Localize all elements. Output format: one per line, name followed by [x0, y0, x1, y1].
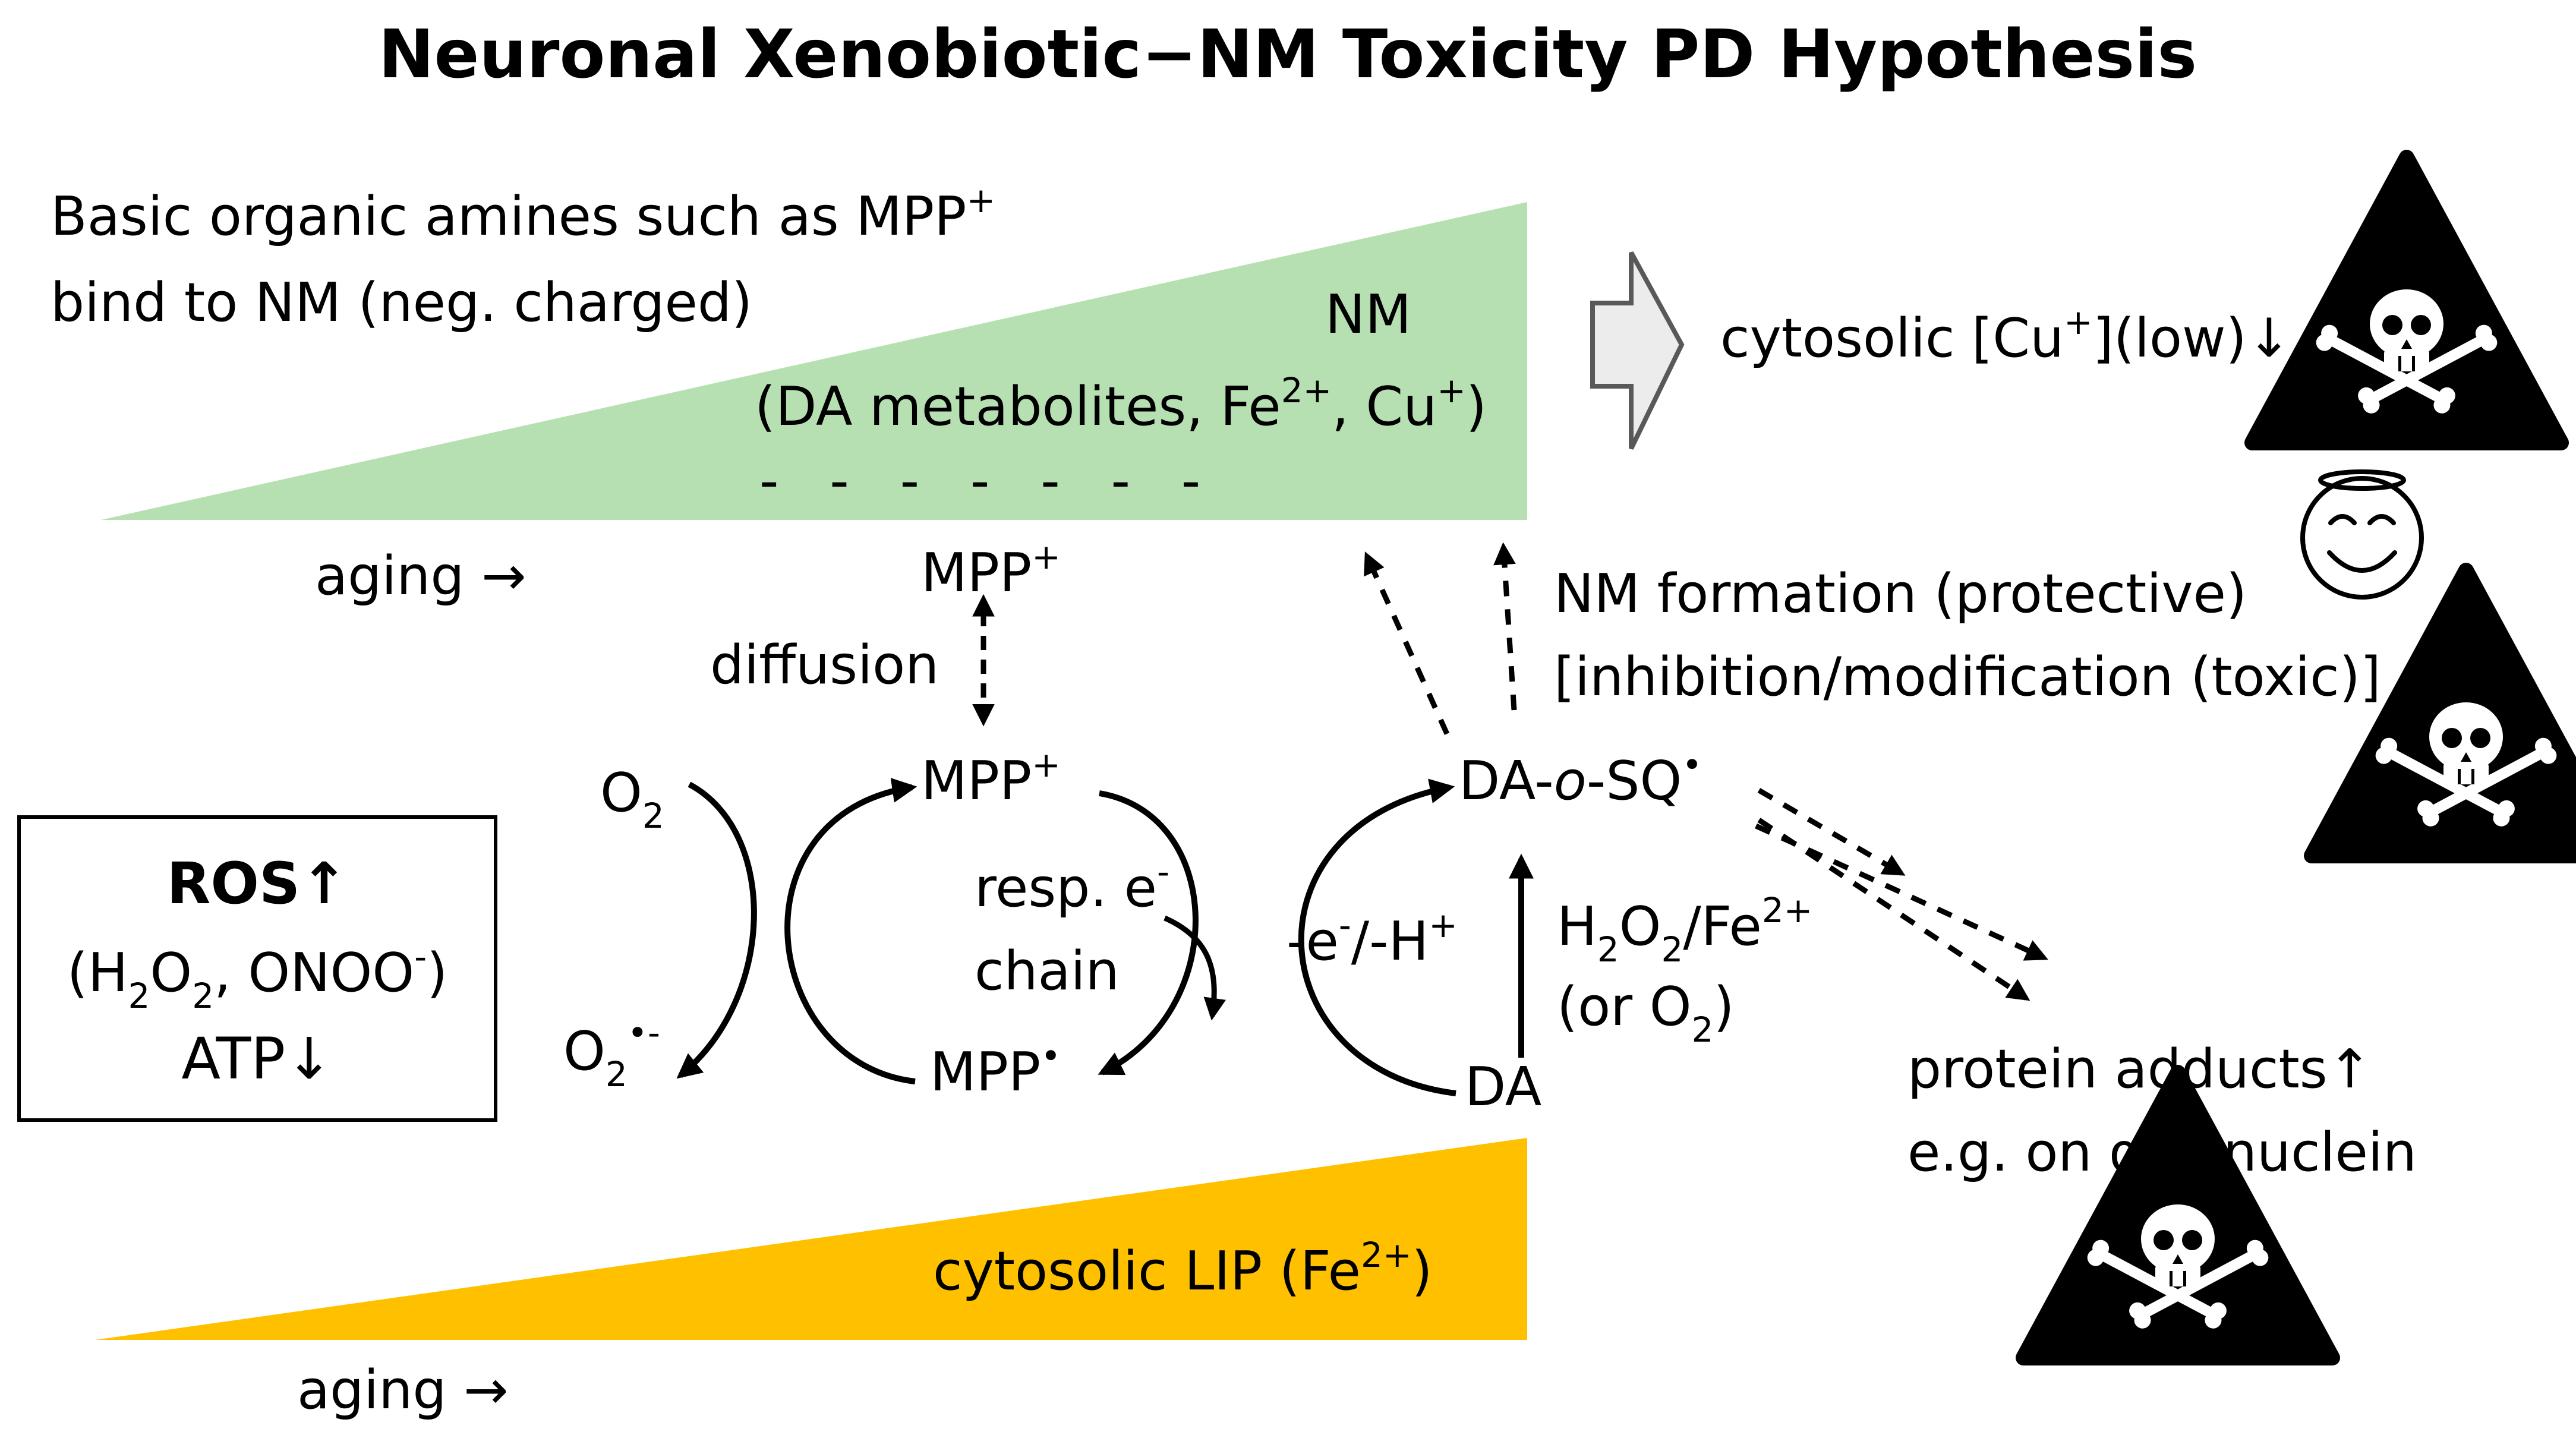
- nm-formation-label: NM formation (protective): [1554, 563, 2247, 625]
- superoxide-label: O2•-: [563, 1013, 660, 1095]
- nm-label: NM: [1325, 283, 1411, 346]
- diagram-title: Neuronal Xenobiotic−NM Toxicity PD Hypot…: [379, 16, 2197, 93]
- nm-inhibition-label: [inhibition/modification (toxic)]: [1554, 646, 2381, 708]
- diffusion-label: diffusion: [710, 634, 939, 696]
- reduction-arrow: [1098, 790, 1199, 1076]
- nm-wedge: [101, 202, 1527, 520]
- aging-label-bottom: aging →: [297, 1359, 508, 1421]
- block-arrow-icon: [1590, 251, 1685, 450]
- ros-species: (H2O2, ONOO-): [67, 936, 448, 1016]
- electron-proton-loss-label: -e-/-H+: [1287, 905, 1458, 973]
- dopamine-label: DA: [1465, 1056, 1541, 1118]
- nm-intro-line1: Basic organic amines such as MPP+: [51, 180, 995, 248]
- reoxidation-arrow: [784, 778, 917, 1084]
- nm-formation-arrow-left: [1364, 551, 1450, 735]
- lip-label: cytosolic LIP (Fe2+): [933, 1235, 1433, 1302]
- oxidant-label: H2O2/Fe2+: [1557, 890, 1812, 970]
- nm-contents: (DA metabolites, Fe2+, Cu+): [755, 370, 1487, 438]
- skull-warning-icon-middle: [2312, 570, 2576, 856]
- adduct-arrow-upper: [1757, 788, 1906, 876]
- atp-label: ATP↓: [181, 1026, 333, 1092]
- mpp-top-label: MPP+: [921, 537, 1061, 604]
- aging-label-top: aging →: [315, 545, 526, 607]
- resp-chain-line2: chain: [975, 940, 1120, 1002]
- nm-negative-charges: - - - - - - -: [759, 450, 1200, 512]
- ros-box: [17, 815, 497, 1122]
- ros-label: ROS↑: [166, 850, 348, 917]
- oxygen-label: O2: [600, 762, 664, 836]
- electron-transfer-arrow: [1164, 915, 1226, 1021]
- da-semiquinone-label: DA-o-SQ•: [1459, 745, 1702, 812]
- adduct-arrow-middle: [1755, 823, 2048, 961]
- cytosolic-copper-label: cytosolic [Cu+](low)↓: [1720, 302, 2291, 370]
- skull-warning-icon-top: [2252, 157, 2561, 443]
- smiling-angel-face-icon: [2300, 469, 2424, 600]
- mpp-cation-label: MPP+: [921, 745, 1061, 812]
- oxygen-alternative-label: (or O2): [1557, 976, 1735, 1050]
- resp-chain-line1: resp. e-: [975, 851, 1169, 919]
- superoxide-formation-arrow: [676, 781, 757, 1079]
- skull-warning-icon-bottom: [2023, 1073, 2332, 1358]
- nm-intro-line2: bind to NM (neg. charged): [51, 272, 752, 334]
- nm-formation-arrow-right: [1493, 542, 1517, 711]
- protein-adducts-label: protein adducts↑: [1907, 1038, 2372, 1100]
- lip-wedge: [95, 1138, 1527, 1340]
- alpha-synuclein-label: e.g. on α-synuclein: [1907, 1121, 2417, 1184]
- mpp-radical-label: MPP•: [930, 1036, 1061, 1103]
- da-cycle-arrow: [1298, 778, 1456, 1096]
- adduct-arrow-lower: [1757, 818, 2030, 1001]
